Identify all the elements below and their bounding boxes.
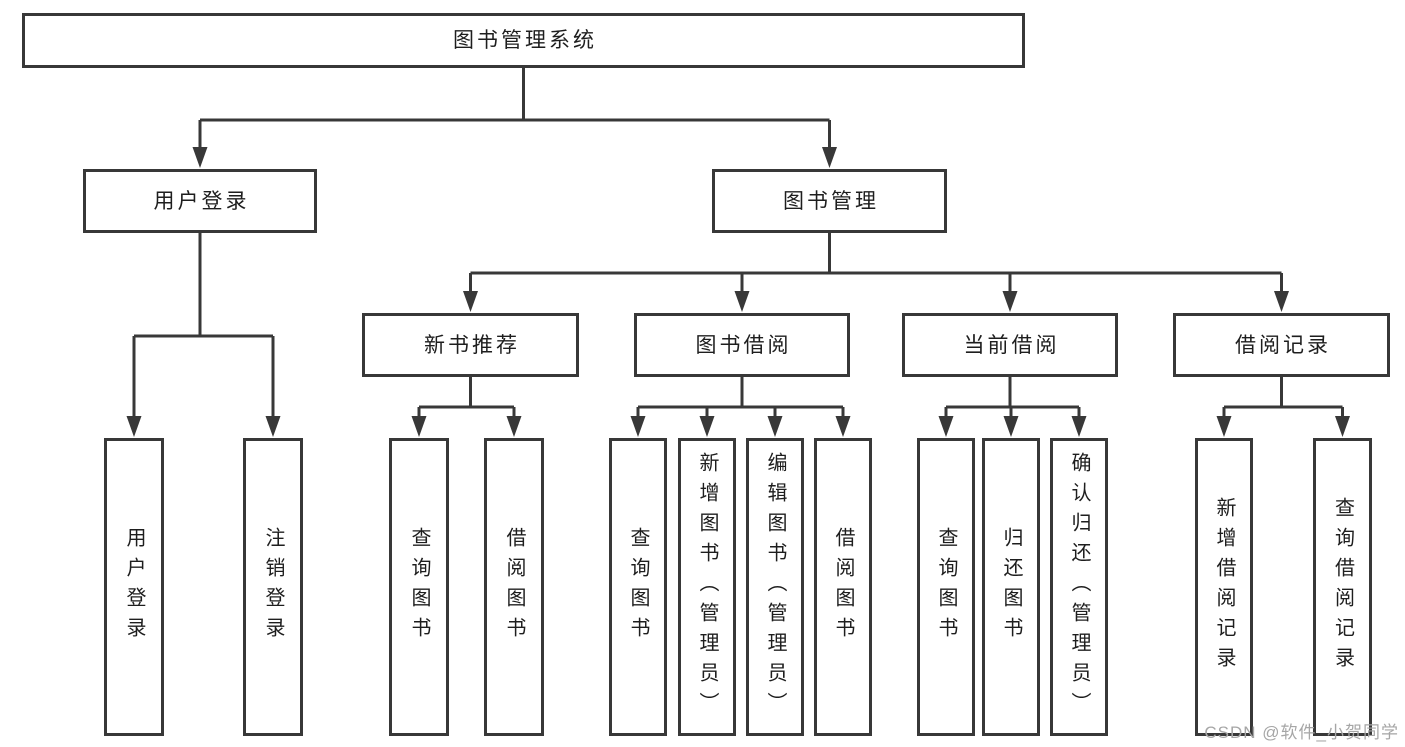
node-label-l_userlogin: 用户登录	[123, 527, 145, 647]
node-label-l_cu_query: 查询图书	[935, 527, 957, 647]
node-n_current: 当前借阅	[902, 313, 1118, 377]
node-label-l_cu_return: 归还图书	[1000, 527, 1022, 647]
arrowhead-icon	[734, 291, 750, 312]
node-l_bw_add: 新增图书（管理员）	[678, 438, 736, 736]
node-label-root: 图书管理系统	[453, 29, 597, 52]
arrowhead-icon	[938, 416, 954, 437]
arrowhead-icon	[835, 416, 851, 437]
node-label-l_bw_borrow: 借阅图书	[832, 527, 854, 647]
arrowhead-icon	[1071, 416, 1087, 437]
node-l_nb_borrow: 借阅图书	[484, 438, 544, 736]
watermark: CSDN @软件_小贺同学	[1204, 723, 1399, 742]
node-label-l_re_query: 查询借阅记录	[1331, 497, 1354, 677]
node-label-l_nb_borrow: 借阅图书	[503, 527, 525, 647]
node-l_userlogin: 用户登录	[104, 438, 164, 736]
node-label-l_bw_add: 新增图书（管理员）	[696, 452, 718, 722]
node-l_bw_query: 查询图书	[609, 438, 667, 736]
arrowhead-icon	[699, 416, 715, 437]
arrowhead-icon	[822, 147, 837, 168]
node-label-n_borrow: 图书借阅	[695, 333, 792, 357]
node-n_newbook: 新书推荐	[362, 313, 579, 377]
node-l_nb_query: 查询图书	[389, 438, 449, 736]
arrowhead-icon	[265, 416, 281, 437]
arrowhead-icon	[630, 416, 646, 437]
arrowhead-icon	[1335, 416, 1350, 437]
node-l_re_add: 新增借阅记录	[1195, 438, 1253, 736]
node-label-n_login: 用户登录	[153, 189, 250, 213]
node-label-l_bw_edit: 编辑图书（管理员）	[764, 452, 786, 722]
node-label-n_current: 当前借阅	[963, 333, 1060, 357]
arrowhead-icon	[1002, 291, 1018, 312]
node-label-l_bw_query: 查询图书	[627, 527, 649, 647]
connector-path	[132, 68, 1344, 420]
node-label-l_logout: 注销登录	[262, 527, 284, 647]
node-label-l_cu_confirm: 确认归还（管理员）	[1068, 452, 1090, 722]
node-l_cu_confirm: 确认归还（管理员）	[1050, 438, 1108, 736]
node-root: 图书管理系统	[22, 13, 1025, 68]
arrowhead-icon	[767, 416, 783, 437]
arrowhead-icon	[126, 416, 142, 437]
arrowhead-icon	[463, 291, 478, 312]
arrowhead-icon	[506, 416, 522, 437]
node-label-l_re_add: 新增借阅记录	[1213, 497, 1235, 677]
node-n_borrow: 图书借阅	[634, 313, 850, 377]
node-l_bw_edit: 编辑图书（管理员）	[746, 438, 804, 736]
node-label-n_mgmt: 图书管理	[783, 189, 879, 213]
arrowhead-icon	[1274, 291, 1289, 312]
node-label-l_nb_query: 查询图书	[408, 527, 430, 647]
node-l_re_query: 查询借阅记录	[1313, 438, 1372, 736]
arrowhead-icon	[1003, 416, 1019, 437]
node-n_records: 借阅记录	[1173, 313, 1390, 377]
node-label-n_newbook: 新书推荐	[424, 333, 520, 357]
arrowhead-icon	[1216, 416, 1232, 437]
node-n_mgmt: 图书管理	[712, 169, 947, 233]
node-l_logout: 注销登录	[243, 438, 303, 736]
node-l_bw_borrow: 借阅图书	[814, 438, 872, 736]
node-l_cu_query: 查询图书	[917, 438, 975, 736]
arrowhead-icon	[192, 147, 208, 168]
node-l_cu_return: 归还图书	[982, 438, 1040, 736]
node-n_login: 用户登录	[83, 169, 317, 233]
node-label-n_records: 借阅记录	[1235, 333, 1331, 357]
arrowhead-icon	[411, 416, 427, 437]
